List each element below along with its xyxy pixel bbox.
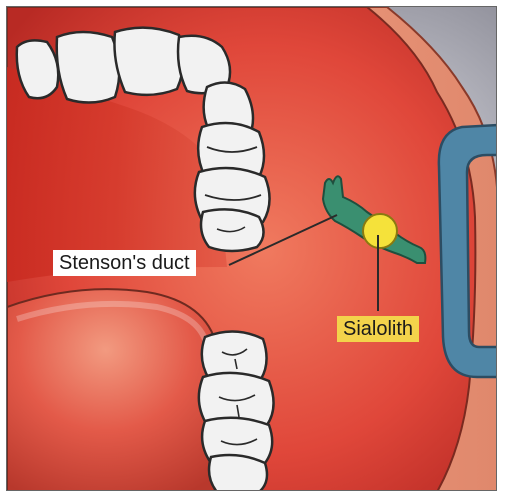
stensons-duct-label: Stenson's duct bbox=[53, 250, 196, 276]
lower-molars bbox=[199, 331, 274, 491]
illustration-frame: Stenson's duct Sialolith bbox=[6, 6, 497, 491]
sialolith-label: Sialolith bbox=[337, 316, 419, 342]
oral-cavity-illustration bbox=[7, 7, 497, 491]
sialolith-stone bbox=[363, 214, 397, 248]
